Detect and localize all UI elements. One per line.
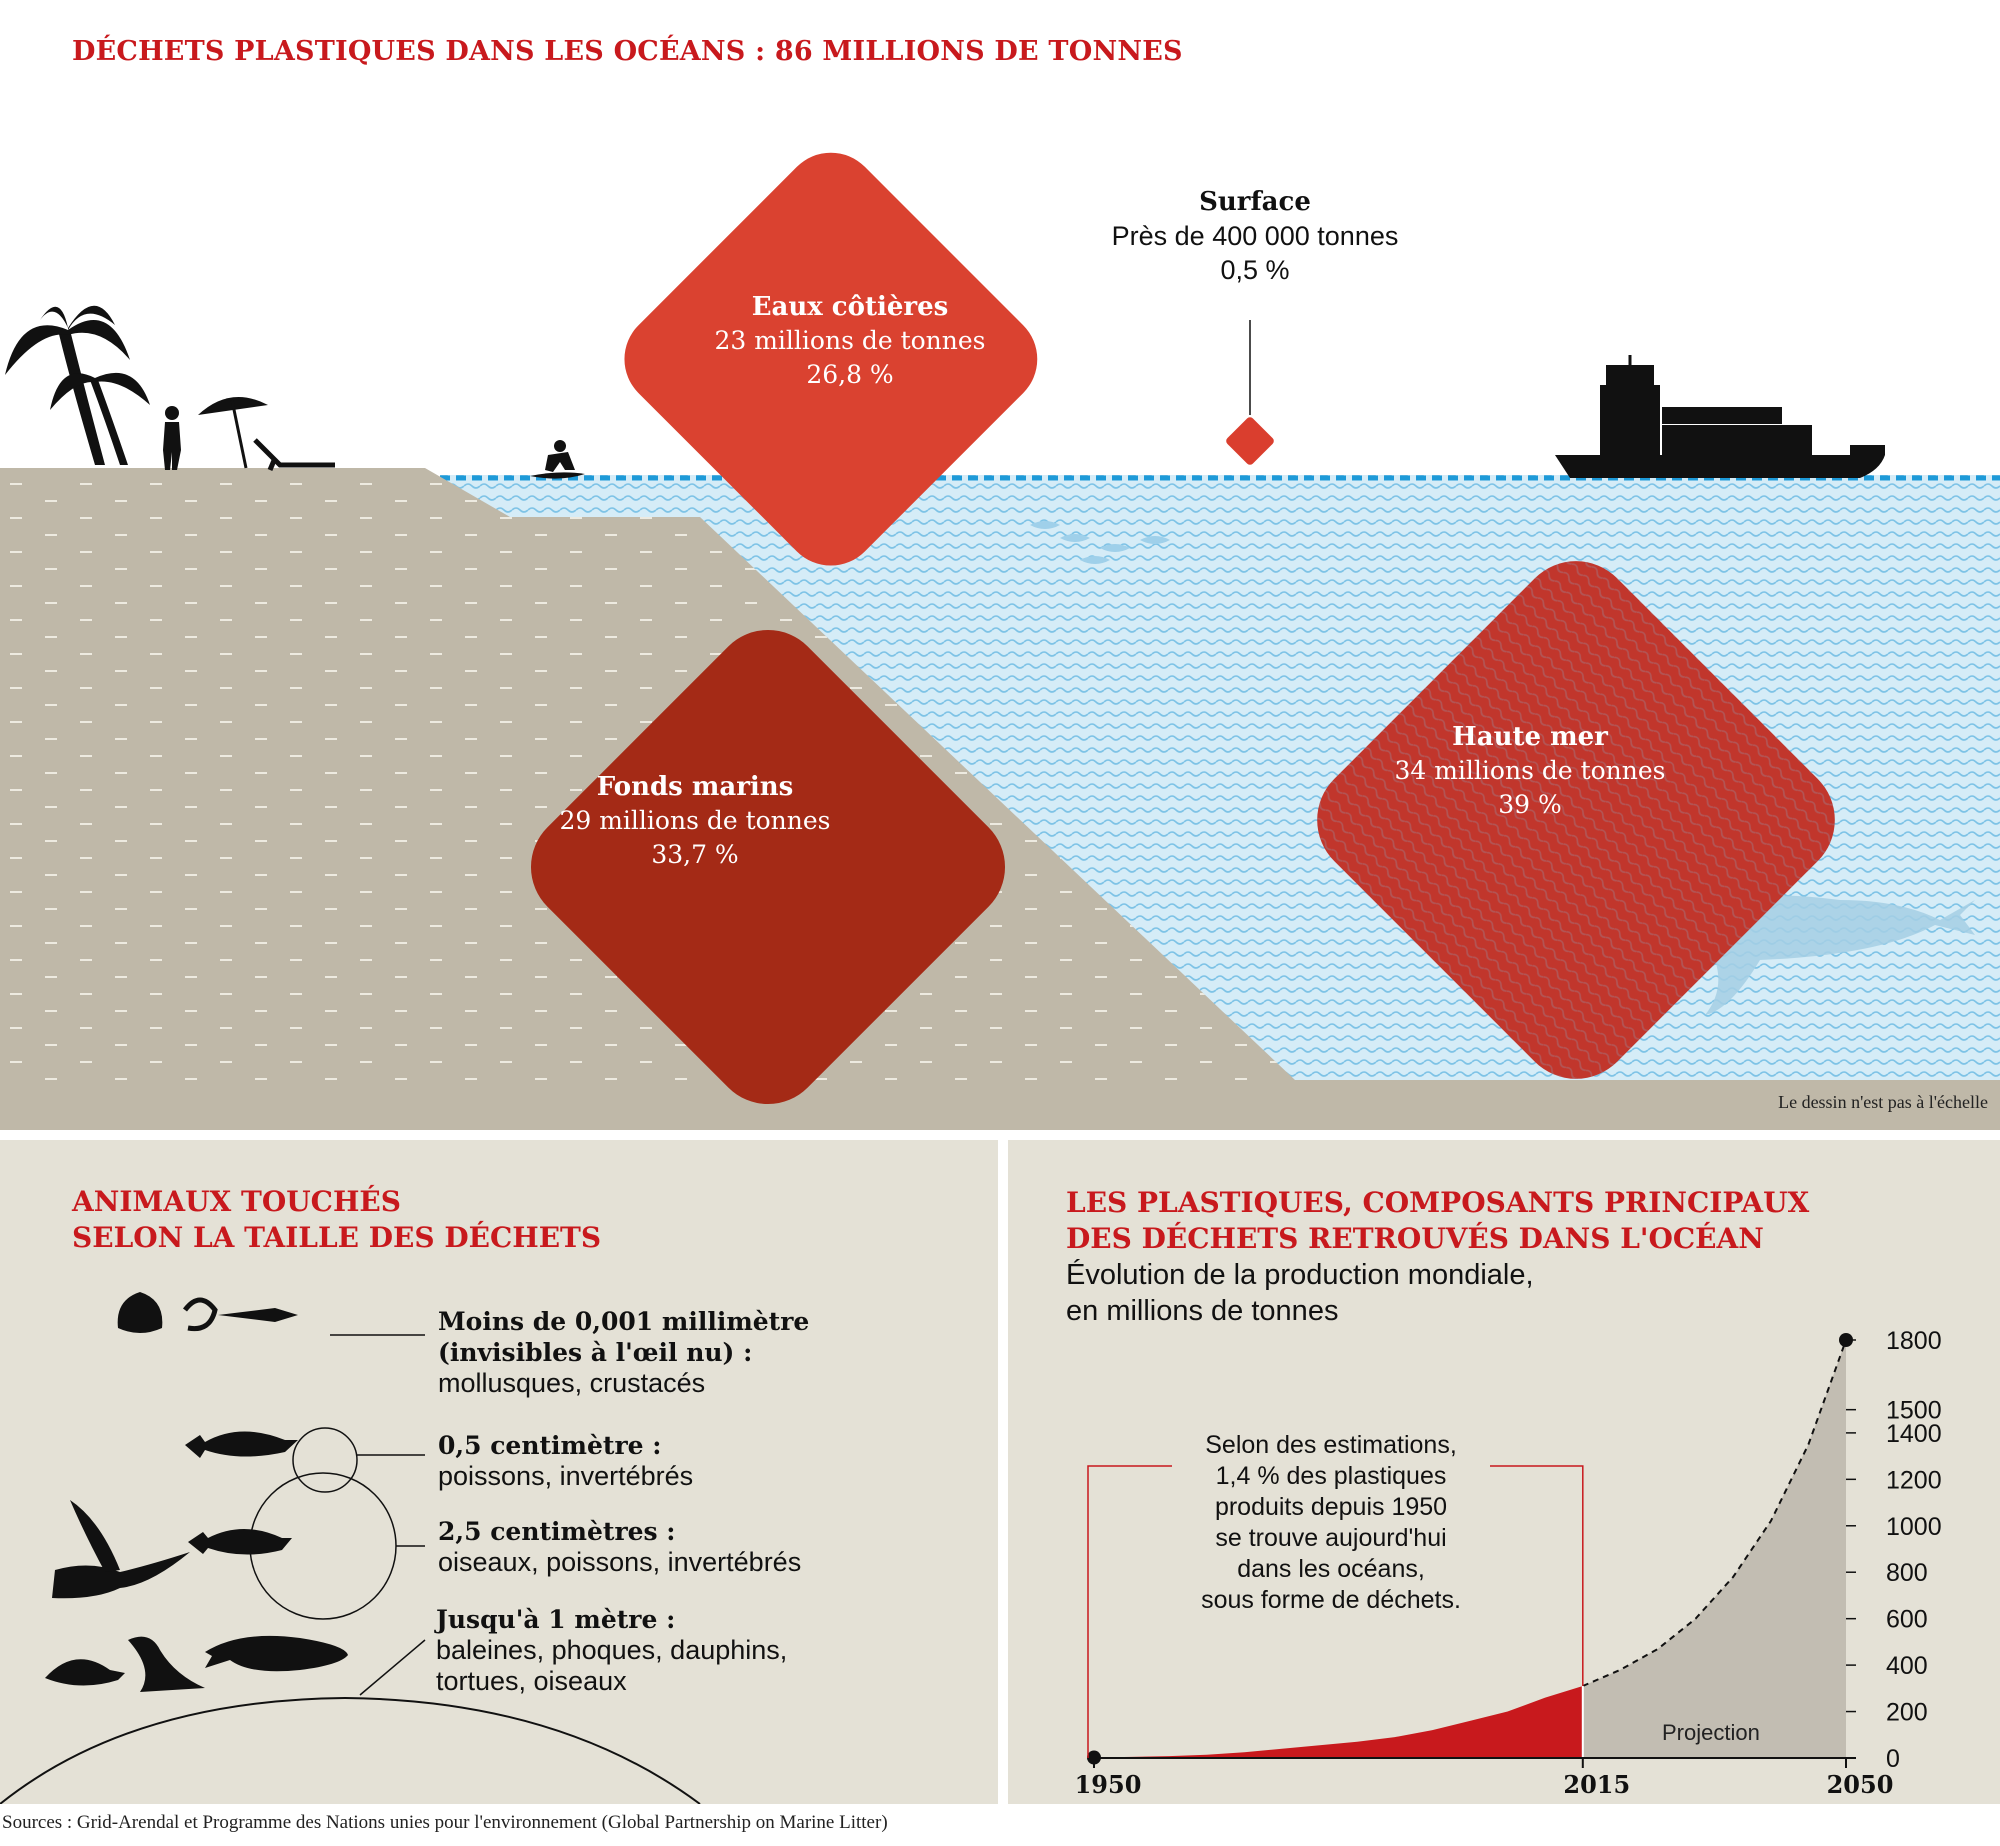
size-category: Moins de 0,001 millimètre (invisibles à … (438, 1306, 809, 1399)
scale-note: Le dessin n'est pas à l'échelle (1778, 1092, 1988, 1112)
animal-list: oiseaux, poissons, invertébrés (438, 1547, 802, 1577)
estimate-note: Selon des estimations, 1,4 % des plastiq… (1172, 1430, 1490, 1616)
y-tick-label: 1500 (1886, 1397, 1942, 1425)
fish-school-icon (1030, 521, 1170, 564)
production-subtitle: Évolution de la production mondiale, en … (1066, 1257, 1534, 1329)
fish-icon (188, 1529, 292, 1555)
circle-small (292, 1427, 358, 1493)
animal-list: tortues, oiseaux (436, 1666, 627, 1696)
size-label: 2,5 centimètres : (438, 1517, 676, 1546)
note-line: sous forme de déchets. (1201, 1586, 1461, 1614)
projection-label: Projection (1662, 1720, 1760, 1745)
x-tick-label: 2050 (1827, 1770, 1894, 1799)
zone-tonnes: Près de 400 000 tonnes (1111, 221, 1399, 251)
fonds-marins-diamond (530, 629, 1006, 1105)
zone-name: Eaux côtières (751, 292, 949, 322)
haute-mer-label: Haute mer 34 millions de tonnes 39 % (1380, 720, 1680, 822)
zone-tonnes: 29 millions de tonnes (559, 806, 831, 835)
title-line: LES PLASTIQUES, COMPOSANTS PRINCIPAUX (1066, 1186, 1810, 1219)
y-tick-label: 200 (1886, 1699, 1928, 1727)
y-tick-label: 1200 (1886, 1466, 1942, 1494)
animals-title: ANIMAUX TOUCHÉS SELON LA TAILLE DES DÉCH… (72, 1184, 601, 1256)
size-label: Moins de 0,001 millimètre (438, 1307, 810, 1336)
fish-icon (185, 1431, 298, 1458)
animals-figure (0, 1292, 701, 1804)
animal-list: poissons, invertébrés (438, 1461, 694, 1491)
zone-tonnes: 23 millions de tonnes (714, 326, 986, 355)
start-point (1087, 1750, 1101, 1765)
y-tick-label: 800 (1886, 1559, 1928, 1587)
note-line: Selon des estimations, (1205, 1431, 1457, 1459)
leader-line (359, 1639, 426, 1696)
zone-percent: 39 % (1498, 790, 1562, 819)
surface-label: Surface Près de 400 000 tonnes 0,5 % (1090, 184, 1420, 287)
y-tick-label: 1400 (1886, 1420, 1942, 1448)
subtitle-line: Évolution de la production mondiale, (1066, 1259, 1534, 1291)
ocean-illustration: DÉCHETS PLASTIQUES DANS LES OCÉANS : 86 … (0, 36, 2000, 1130)
size-label: Jusqu'à 1 mètre : (436, 1605, 676, 1634)
turtle-icon (45, 1659, 125, 1686)
seal-icon (128, 1636, 205, 1692)
cargo-ship-icon (1555, 355, 1885, 478)
bird-icon (52, 1500, 190, 1599)
production-title: LES PLASTIQUES, COMPOSANTS PRINCIPAUX DE… (1066, 1185, 1809, 1257)
y-tick-label: 400 (1886, 1652, 1928, 1680)
size-category: 2,5 centimètres : oiseaux, poissons, inv… (438, 1516, 801, 1578)
zone-name: Fonds marins (596, 772, 794, 802)
umbrella-icon (198, 397, 268, 469)
note-bracket-right (1490, 1465, 1584, 1687)
haute-mer-texture (1317, 561, 1835, 1079)
y-tick-label: 0 (1886, 1745, 1900, 1773)
y-tick-label: 1000 (1886, 1513, 1942, 1541)
y-tick-label: 600 (1886, 1606, 1928, 1634)
animal-list: baleines, phoques, dauphins, (436, 1635, 788, 1665)
whale-icon (205, 1635, 348, 1672)
squid-icon (218, 1308, 298, 1322)
title-line: ANIMAUX TOUCHÉS (72, 1185, 401, 1218)
zone-name: Haute mer (1452, 722, 1608, 752)
shrimp-icon (183, 1297, 218, 1332)
note-line: produits depuis 1950 (1214, 1493, 1448, 1521)
note-line: dans les océans, (1237, 1555, 1425, 1583)
y-tick-label: 1800 (1886, 1327, 1942, 1355)
deckchair-icon (253, 438, 335, 471)
x-tick-label: 2015 (1563, 1770, 1630, 1799)
page-title: DÉCHETS PLASTIQUES DANS LES OCÉANS : 86 … (72, 36, 1183, 67)
zone-name: Surface (1199, 187, 1311, 217)
end-point (1839, 1333, 1853, 1347)
title-line: SELON LA TAILLE DES DÉCHETS (72, 1221, 602, 1254)
title-line: DES DÉCHETS RETROUVÉS DANS L'OCÉAN (1066, 1222, 1764, 1255)
historical-area (1094, 1686, 1583, 1758)
size-label: (invisibles à l'œil nu) : (438, 1338, 753, 1367)
eaux-cotieres-label: Eaux côtières 23 millions de tonnes 26,8… (705, 290, 995, 392)
projection-area (1582, 1340, 1846, 1758)
eaux-cotieres-diamond (624, 152, 1038, 566)
note-line: 1,4 % des plastiques (1215, 1462, 1447, 1490)
surface-marker (1226, 417, 1274, 465)
surfer-icon (530, 440, 585, 479)
size-label: 0,5 centimètre : (438, 1431, 662, 1460)
person-icon (163, 406, 181, 470)
note-line: se trouve aujourd'hui (1215, 1524, 1447, 1552)
ocean-scene (0, 152, 2000, 1130)
zone-percent: 26,8 % (806, 360, 894, 389)
subtitle-line: en millions de tonnes (1066, 1295, 1339, 1327)
projection-line (1582, 1339, 1847, 1687)
earth-curve (0, 1696, 701, 1804)
sources: Sources : Grid-Arendal et Programme des … (2, 1812, 888, 1833)
note-bracket-left (1087, 1465, 1172, 1758)
animal-list: mollusques, crustacés (438, 1368, 706, 1398)
animals-panel: ANIMAUX TOUCHÉS SELON LA TAILLE DES DÉCH… (0, 1140, 998, 1804)
size-category: Jusqu'à 1 mètre : baleines, phoques, dau… (436, 1604, 787, 1697)
zone-tonnes: 34 millions de tonnes (1394, 756, 1666, 785)
x-tick-label: 1950 (1075, 1770, 1142, 1799)
shell-icon (117, 1292, 163, 1333)
zone-percent: 33,7 % (651, 840, 739, 869)
palm-trees-icon (5, 305, 150, 465)
zone-percent: 0,5 % (1220, 255, 1290, 285)
size-category: 0,5 centimètre : poissons, invertébrés (438, 1430, 693, 1492)
fonds-marins-label: Fonds marins 29 millions de tonnes 33,7 … (545, 770, 845, 872)
